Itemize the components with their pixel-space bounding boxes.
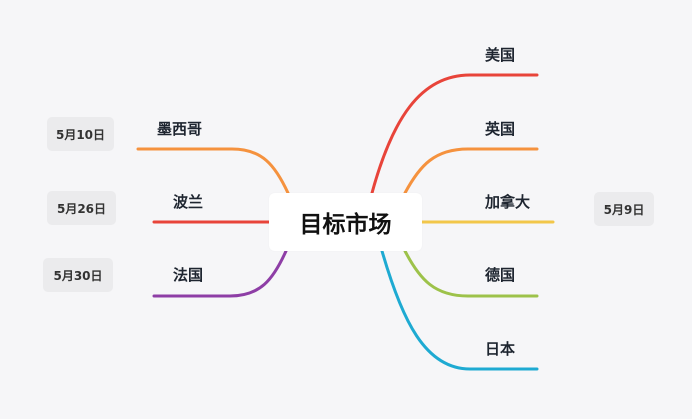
date-tag-mexico[interactable]: 5月10日 [47, 117, 114, 151]
date-tag-canada[interactable]: 5月9日 [594, 192, 654, 226]
branch-label-usa[interactable]: 美国 [485, 46, 516, 64]
central-topic[interactable]: 目标市场 [269, 193, 422, 251]
date-tag-poland[interactable]: 5月26日 [47, 191, 116, 225]
branch-line-mexico [136, 147, 290, 195]
branch-label-france[interactable]: 法国 [173, 266, 204, 284]
branch-line-usa [370, 73, 539, 195]
branch-label-canada[interactable]: 加拿大 [485, 193, 531, 211]
branch-label-japan[interactable]: 日本 [485, 340, 516, 358]
branch-line-japan [380, 249, 539, 371]
branch-line-france [152, 249, 288, 298]
branch-label-germany[interactable]: 德国 [485, 266, 516, 284]
date-tag-france[interactable]: 5月30日 [43, 258, 113, 292]
branch-label-uk[interactable]: 英国 [485, 120, 516, 138]
branch-line-uk [403, 147, 539, 195]
branch-line-germany [403, 249, 539, 298]
branch-label-poland[interactable]: 波兰 [173, 193, 204, 211]
branch-label-mexico[interactable]: 墨西哥 [157, 120, 203, 138]
